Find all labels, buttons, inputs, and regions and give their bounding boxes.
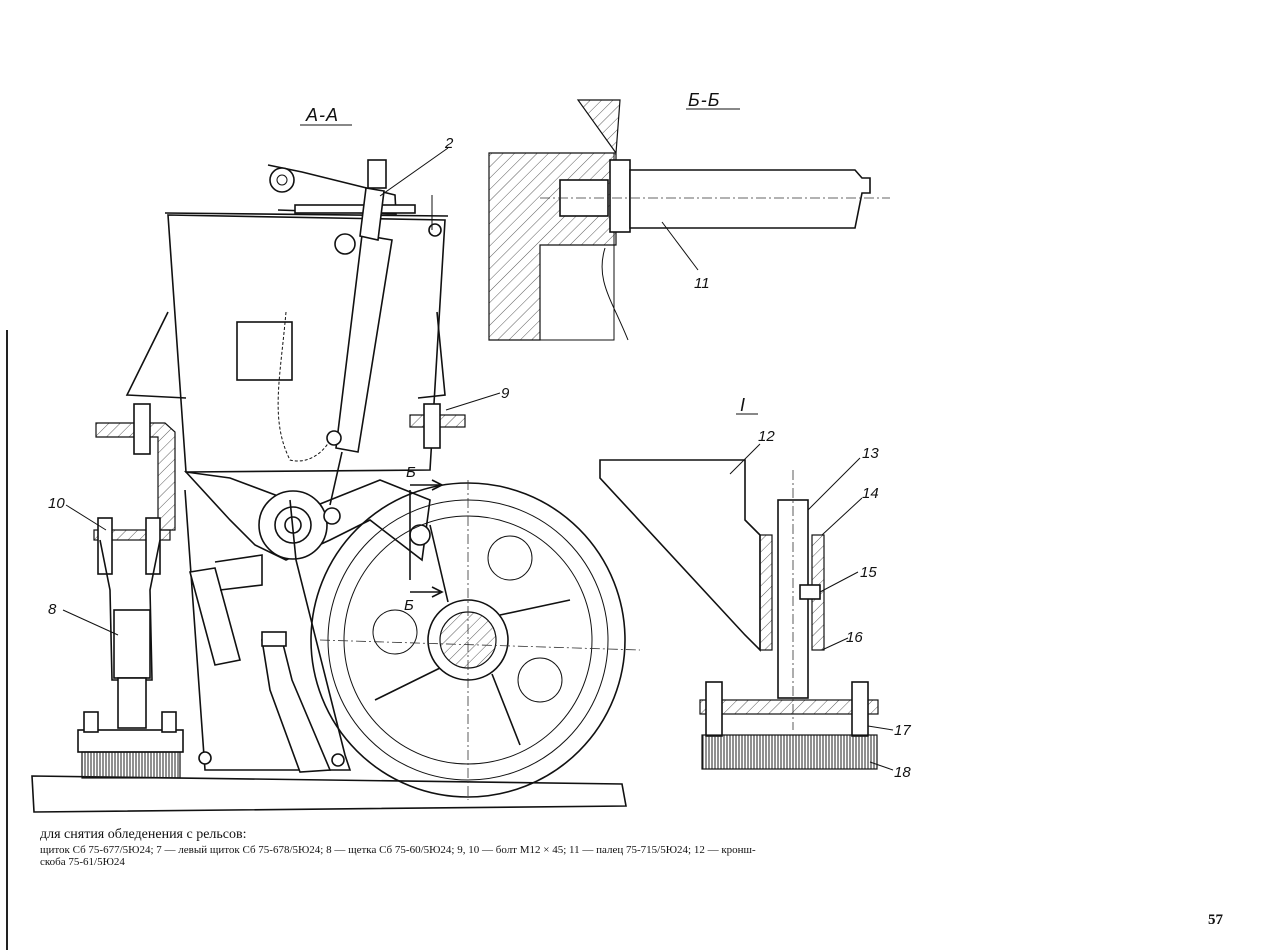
callout-11: 11 — [694, 275, 710, 292]
bb-housing — [488, 99, 621, 341]
wheel — [310, 480, 641, 800]
callout-18: 18 — [894, 764, 911, 781]
callout-10: 10 — [48, 495, 65, 512]
caption-line-2: скоба 75-61/5Ю24 — [40, 856, 125, 868]
right-bracket — [417, 311, 446, 399]
cut-mark-b-top: Б — [406, 464, 416, 481]
section-aa-title: А-А — [305, 105, 339, 125]
scraper-blade — [261, 639, 332, 773]
chain — [277, 311, 331, 462]
callout-15: 15 — [860, 564, 877, 581]
section-bb-view: Б-Б — [488, 90, 890, 341]
callout-8: 8 — [48, 601, 57, 618]
rail — [31, 775, 627, 813]
callout-13: 13 — [862, 445, 879, 462]
section-aa-view: А-А — [31, 105, 641, 813]
hydraulic-cylinder — [326, 159, 393, 506]
hopper-body — [167, 214, 446, 473]
scraper-shield — [184, 489, 352, 771]
page-number: 57 — [1208, 912, 1223, 928]
detail-i-title: I — [740, 395, 746, 415]
section-bb-title: Б-Б — [688, 90, 720, 110]
detail-i-view: I — [599, 395, 879, 770]
callout-labels: 2 9 10 8 11 12 13 14 15 16 17 18 — [48, 135, 911, 781]
callout-9: 9 — [501, 385, 510, 402]
caption-heading: для снятия обледенения с рельсов: — [40, 827, 247, 842]
brush-18 — [701, 734, 878, 770]
brush-plate — [699, 699, 879, 715]
cut-mark-b-bottom: Б — [404, 597, 414, 614]
page-edge-rule — [6, 330, 8, 950]
label-plate — [236, 321, 293, 381]
left-bracket — [125, 311, 187, 399]
callout-2: 2 — [444, 135, 454, 152]
callout-16: 16 — [846, 629, 863, 646]
callout-12: 12 — [758, 428, 775, 445]
callout-14: 14 — [862, 485, 879, 502]
pin-11 — [629, 169, 871, 229]
caption-line-1: щиток Сб 75-677/5Ю24; 7 — левый щиток Сб… — [40, 844, 756, 856]
callout-17: 17 — [894, 722, 911, 739]
figure-caption: для снятия обледенения с рельсов: щиток … — [40, 827, 900, 869]
brush-assembly — [77, 517, 184, 779]
